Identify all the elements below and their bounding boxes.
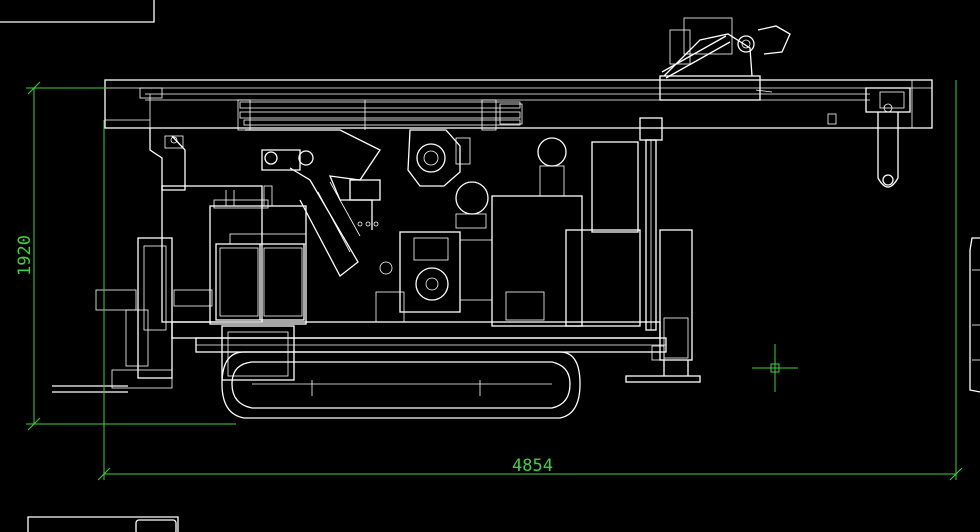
right-outrigger xyxy=(625,229,701,383)
engine-compartment xyxy=(161,185,307,325)
upper-machinery xyxy=(349,129,489,229)
top-hoist-assembly xyxy=(659,17,791,101)
cad-crosshair-cursor xyxy=(752,344,798,392)
hydraulic-tank xyxy=(491,137,641,327)
mast-support-column xyxy=(639,117,663,331)
boom-arm xyxy=(245,129,381,277)
title-frame-corner xyxy=(0,0,155,23)
crawler-track xyxy=(221,351,581,419)
chassis-frame xyxy=(171,321,667,381)
gearbox-pump xyxy=(375,231,493,323)
width-dimension: 4854 xyxy=(97,80,963,481)
height-dimension-label: 1920 xyxy=(15,235,35,276)
height-dimension: 1920 xyxy=(15,81,236,431)
width-dimension-label: 4854 xyxy=(512,456,553,476)
right-edge-partial-object xyxy=(969,237,980,393)
mast-hydraulic-cylinders xyxy=(237,99,523,131)
bottom-frame-fragment xyxy=(27,516,179,532)
left-mast-bracket xyxy=(149,128,186,191)
drill-mast xyxy=(104,79,933,188)
left-drill-head xyxy=(52,237,213,393)
